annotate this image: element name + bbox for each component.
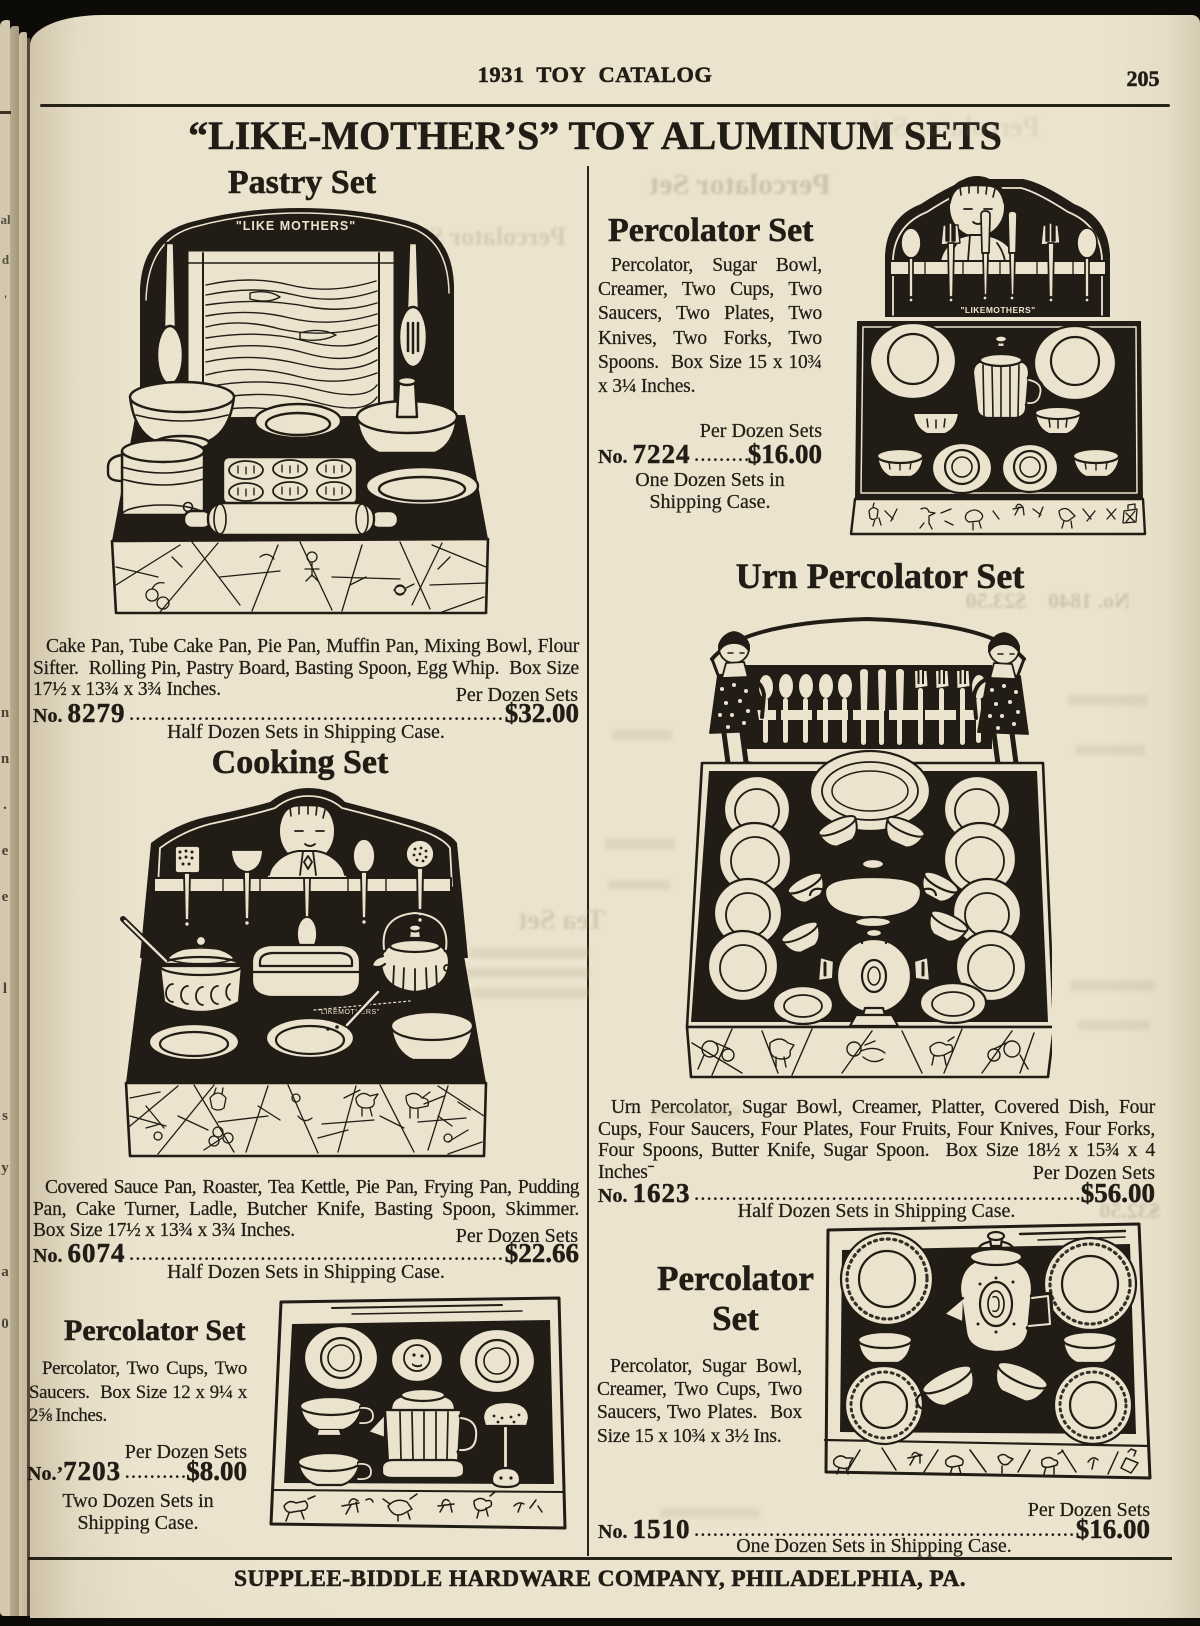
svg-text:"LIKEMOTHERS": "LIKEMOTHERS": [960, 305, 1035, 315]
svg-text:"LIKEMOTHERS": "LIKEMOTHERS": [318, 1009, 380, 1016]
svg-text:"LIKE MOTHERS": "LIKE MOTHERS": [236, 219, 356, 233]
